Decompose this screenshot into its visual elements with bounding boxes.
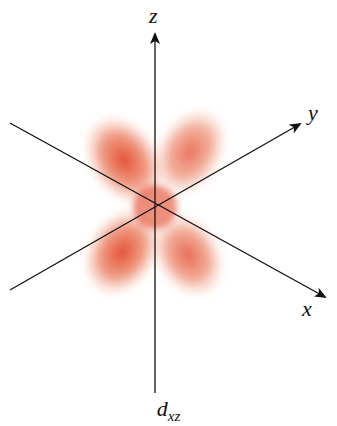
axis-label: y — [308, 102, 318, 124]
axes — [10, 34, 325, 393]
orbital-symbol: d — [157, 396, 168, 421]
orbital-caption: dxz — [0, 396, 337, 422]
orbital-subscript: xz — [168, 408, 181, 424]
axis-label: z — [149, 5, 158, 27]
axis-label: x — [302, 298, 312, 320]
